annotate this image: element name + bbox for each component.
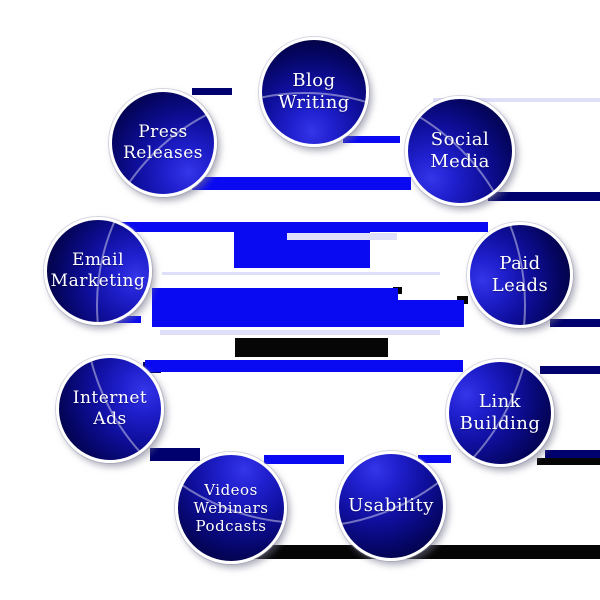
redaction-bar xyxy=(248,545,600,559)
redaction-bar xyxy=(160,330,440,335)
redaction-bar xyxy=(152,288,398,327)
redaction-bar xyxy=(537,458,600,465)
node-label-line: Blog xyxy=(292,70,336,92)
redaction-bar xyxy=(118,222,488,232)
redaction-bar xyxy=(545,450,600,458)
redaction-bar xyxy=(235,338,388,357)
redaction-bar xyxy=(162,272,440,275)
redaction-bar xyxy=(145,360,463,372)
node-label-line: Releases xyxy=(122,143,203,163)
redaction-bar xyxy=(287,233,397,240)
node-label-line: Social xyxy=(430,129,490,151)
node-label-line: Marketing xyxy=(50,271,146,291)
redaction-bar xyxy=(540,366,600,374)
redaction-bar xyxy=(433,98,600,102)
redaction-bar xyxy=(418,455,451,463)
node-label-line: Press xyxy=(138,122,188,143)
node-label-line: Videos xyxy=(204,480,258,499)
node-usability: Usability xyxy=(336,451,446,561)
node-label: Usability xyxy=(348,495,434,517)
redaction-bar xyxy=(343,136,400,143)
node-label-line: Email xyxy=(71,250,125,271)
redaction-bar xyxy=(192,177,411,190)
node-label-line: Media xyxy=(430,151,490,172)
redaction-bar xyxy=(550,319,600,327)
node-label-line: Building xyxy=(459,413,541,434)
redaction-bar xyxy=(192,88,232,95)
node-label-line: Internet xyxy=(72,388,148,409)
node-label-line: Writing xyxy=(278,92,350,113)
node-label-line: Webinars xyxy=(193,498,269,517)
node-label-line: Podcasts xyxy=(195,517,267,536)
node-label-line: Paid xyxy=(499,253,541,275)
redaction-bar xyxy=(150,448,200,461)
node-label-line: Link xyxy=(478,391,522,413)
redaction-bar xyxy=(264,455,344,464)
node-label-line: Ads xyxy=(93,409,127,429)
node-label-line: Usability xyxy=(348,495,434,517)
node-label-line: Leads xyxy=(491,275,549,296)
redaction-bar xyxy=(396,300,464,327)
redaction-bar xyxy=(488,192,600,201)
redaction-bar xyxy=(113,316,141,323)
